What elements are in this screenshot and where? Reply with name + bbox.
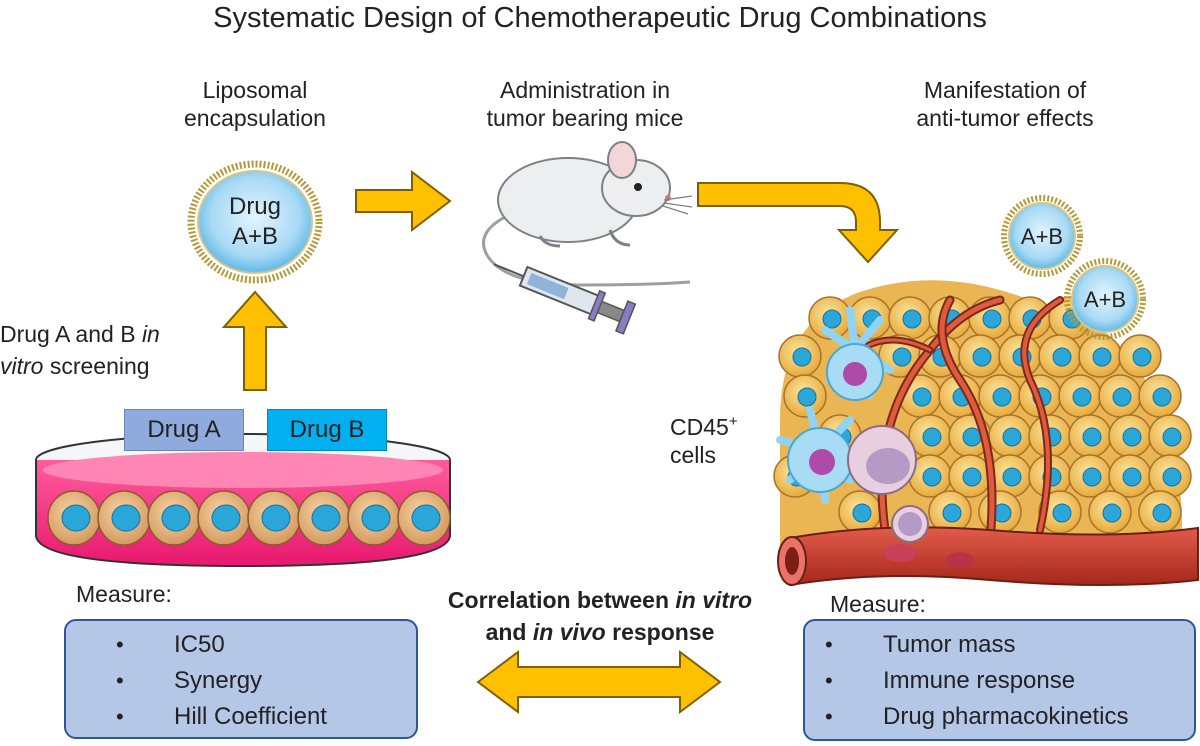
dish-cell bbox=[297, 490, 351, 546]
dendritic-cell bbox=[776, 406, 854, 504]
liposome-label-line2: A+B bbox=[231, 223, 279, 250]
measure-item: Synergy bbox=[116, 663, 416, 699]
dish-cell bbox=[197, 490, 251, 546]
dish-cell bbox=[47, 490, 101, 546]
step-manifestation-line1: Manifestation of bbox=[923, 77, 1087, 103]
measure-item: Hill Coefficient bbox=[116, 699, 416, 735]
left-measure-heading: Measure: bbox=[76, 581, 172, 607]
tumor-cell bbox=[1118, 334, 1162, 378]
screening-line1: Drug A and B in bbox=[0, 321, 160, 347]
diagram-title: Systematic Design of Chemotherapeutic Dr… bbox=[213, 2, 987, 34]
tumor-cell bbox=[783, 374, 827, 418]
tumor-cell bbox=[838, 490, 882, 534]
step-liposomal-line2: encapsulation bbox=[184, 105, 326, 131]
syringe-icon bbox=[493, 263, 637, 335]
arrow-double-horizontal bbox=[476, 650, 722, 714]
tumor-cell bbox=[998, 334, 1042, 378]
tumor-cell bbox=[928, 490, 972, 534]
dish-cell bbox=[347, 490, 401, 546]
immune-cells-icon bbox=[776, 306, 929, 543]
correlation-label: Correlation between in vitro and in vivo… bbox=[400, 584, 800, 648]
cd45-line1: CD45+ bbox=[670, 413, 738, 440]
arrow-right-top bbox=[355, 169, 452, 233]
cd45-label: CD45+ cells bbox=[670, 408, 750, 469]
right-measure-list: Tumor mass Immune response Drug pharmaco… bbox=[825, 627, 1194, 735]
tumor-cell bbox=[958, 334, 1002, 378]
measure-item: IC50 bbox=[116, 627, 416, 663]
step-manifestation-label: Manifestation of anti-tumor effects bbox=[880, 76, 1130, 132]
step-liposomal-label: Liposomal encapsulation bbox=[160, 76, 350, 132]
cd45-line2: cells bbox=[670, 442, 717, 468]
tumor-cell bbox=[1038, 490, 1082, 534]
step-administration-label: Administration in tumor bearing mice bbox=[455, 76, 715, 132]
tumor-cell bbox=[1098, 374, 1142, 418]
step-liposomal-line1: Liposomal bbox=[202, 77, 308, 103]
dendritic-cell bbox=[821, 306, 894, 401]
tumor-cell bbox=[778, 334, 822, 378]
tumor-cell bbox=[1088, 490, 1132, 534]
tumor-cell bbox=[1138, 490, 1182, 534]
tumor-cell bbox=[978, 374, 1022, 418]
screening-label: Drug A and B in vitro screening bbox=[0, 318, 196, 382]
step-administration-line1: Administration in bbox=[499, 77, 671, 103]
screening-line2: vitro screening bbox=[0, 353, 150, 379]
dish-cell bbox=[397, 490, 451, 546]
tumor-cell bbox=[908, 414, 952, 458]
step-manifestation-line2: anti-tumor effects bbox=[916, 105, 1094, 131]
tumor-cell bbox=[888, 296, 932, 340]
dish-cells bbox=[47, 490, 451, 546]
tumor-cell bbox=[1138, 374, 1182, 418]
lymphocyte-cell bbox=[891, 505, 929, 543]
tumor-cell bbox=[1078, 334, 1122, 378]
tumor-liposome-label-1: A+B bbox=[1020, 224, 1064, 249]
dish-cell bbox=[97, 490, 151, 546]
left-measure-list: IC50 Synergy Hill Coefficient bbox=[116, 627, 416, 735]
tumor-liposome-icon bbox=[1001, 195, 1083, 277]
arrow-up bbox=[221, 290, 289, 391]
tumor-cell bbox=[1068, 414, 1112, 458]
left-measure-box: IC50 Synergy Hill Coefficient bbox=[64, 619, 418, 739]
tumor-cell bbox=[1108, 414, 1152, 458]
right-measure-heading: Measure: bbox=[830, 591, 926, 617]
macrophage-cell bbox=[847, 425, 917, 495]
right-measure-box: Tumor mass Immune response Drug pharmaco… bbox=[803, 619, 1196, 741]
tumor-cell bbox=[1148, 454, 1192, 498]
tumor-cell bbox=[1068, 454, 1112, 498]
dish-cell bbox=[247, 490, 301, 546]
drug-b-box: Drug B bbox=[267, 409, 387, 451]
tumor-liposome-label-2: A+B bbox=[1083, 287, 1127, 312]
correlation-line2: and in vivo response bbox=[485, 619, 715, 645]
tumor-cell bbox=[1058, 374, 1102, 418]
liposome-label-line1: Drug bbox=[228, 193, 282, 220]
tumor-cell bbox=[1038, 334, 1082, 378]
tumor-cell bbox=[988, 414, 1032, 458]
measure-item: Drug pharmacokinetics bbox=[825, 699, 1194, 735]
tumor-cell bbox=[1148, 414, 1192, 458]
tumor-cell bbox=[978, 490, 1022, 534]
dish-cell bbox=[147, 490, 201, 546]
main-blood-vessel bbox=[777, 526, 1199, 587]
correlation-line1: Correlation between in vitro bbox=[447, 587, 753, 613]
liposome-icon bbox=[187, 160, 323, 284]
tumor-cell bbox=[948, 454, 992, 498]
liposome-label: Drug A+B bbox=[215, 192, 295, 252]
drug-a-box: Drug A bbox=[124, 409, 244, 451]
measure-item: Tumor mass bbox=[825, 627, 1194, 663]
tumor-liposome-icon bbox=[1064, 258, 1146, 340]
tumor-cell bbox=[1108, 454, 1152, 498]
arrow-curved-down bbox=[697, 182, 900, 264]
measure-item: Immune response bbox=[825, 663, 1194, 699]
step-administration-line2: tumor bearing mice bbox=[486, 105, 684, 131]
mouse-icon bbox=[481, 141, 693, 287]
